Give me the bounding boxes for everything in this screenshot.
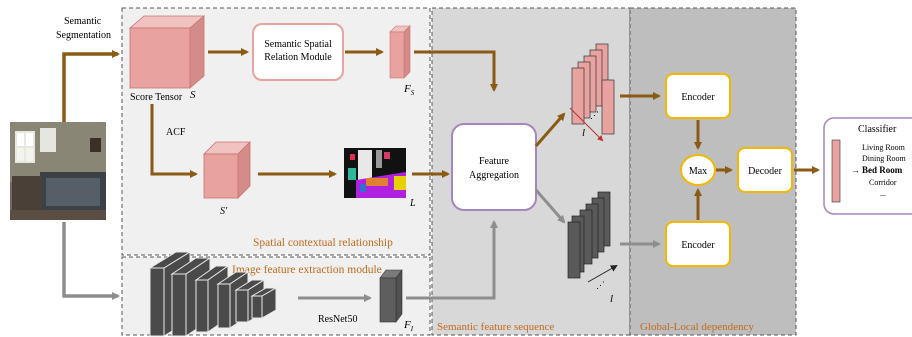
feature-aggregation-label-2: Aggregation: [469, 170, 519, 181]
arrow-aggregation-to-gray-seq: [534, 189, 566, 224]
class-item-4: ...: [880, 189, 886, 198]
ssrm-label-2: Relation Module: [264, 52, 332, 63]
classifier-box: [823, 117, 912, 215]
class-item-2: Bed Room: [862, 165, 903, 175]
feature-aggregation-box: [451, 123, 537, 211]
semantic-sequence-title: Semantic feature sequence: [437, 321, 554, 333]
fi-feature-block: [379, 269, 403, 323]
arrow-aggregation-to-pink-seq: [534, 112, 566, 147]
l-bottom-symbol: l: [610, 293, 613, 305]
feature-aggregation-label-1: Feature: [479, 156, 510, 167]
cnn-layers-stack: [148, 251, 278, 337]
gray-seq-ellipsis: ⋰: [596, 280, 605, 290]
arrow-score-to-sprime: [150, 104, 198, 178]
label-map-image: [344, 148, 406, 198]
s-prime-symbol: S′: [220, 206, 228, 217]
arrow-fi-to-aggregation: [406, 220, 498, 300]
pink-feature-sequence: [571, 43, 615, 135]
encoder-top-box: [665, 73, 731, 119]
acf-label: ACF: [166, 127, 186, 138]
max-label: Max: [689, 166, 707, 177]
max-circle: [680, 154, 716, 186]
encoder-bottom-label: Encoder: [681, 240, 715, 251]
ssrm-label-1: Semantic Spatial: [264, 39, 332, 50]
image-feature-title: Image feature extraction module: [232, 264, 382, 276]
semantic-segmentation-label-1: Semantic: [64, 16, 102, 27]
class-item-1: Dining Room: [862, 154, 907, 163]
spatial-context-title: Spatial contextual relationship: [253, 237, 393, 249]
s-prime-cube: [203, 141, 251, 199]
arrow-photo-to-cnn: [62, 222, 120, 300]
s-symbol: S: [190, 89, 196, 101]
l-top-symbol: l: [582, 127, 585, 139]
classifier-title: Classifier: [858, 124, 897, 135]
gray-feature-sequence: [567, 191, 611, 279]
fi-symbol: FI: [403, 319, 414, 333]
pink-seq-length-arrow: [569, 107, 604, 142]
encoder-bottom-box: [665, 221, 731, 267]
global-local-title: Global-Local dependency: [640, 321, 754, 333]
semantic-segmentation-label-2: Segmentation: [56, 30, 111, 41]
decoder-label: Decoder: [748, 166, 783, 177]
score-tensor-label: Score Tensor: [130, 92, 183, 103]
decoder-box: [737, 147, 793, 193]
arrow-photo-to-score: [62, 50, 120, 122]
input-room-photo: [10, 122, 106, 220]
class-item-0: Living Room: [862, 143, 906, 152]
class-pointer-arrow: →: [851, 165, 860, 175]
gray-seq-length-arrow: [587, 265, 618, 283]
encoder-top-label: Encoder: [681, 92, 715, 103]
arrow-fs-to-aggregation: [414, 50, 498, 92]
ssrm-box: [252, 23, 344, 81]
fs-feature-block: [389, 25, 411, 79]
pink-seq-ellipsis: ⋰: [590, 110, 599, 120]
classifier-bar: [831, 139, 841, 203]
class-item-3: Corridor: [869, 178, 897, 187]
l-symbol: L: [409, 198, 416, 209]
resnet-label: ResNet50: [318, 314, 357, 325]
score-tensor-cube: [128, 15, 206, 89]
fs-symbol: FS: [403, 83, 415, 97]
